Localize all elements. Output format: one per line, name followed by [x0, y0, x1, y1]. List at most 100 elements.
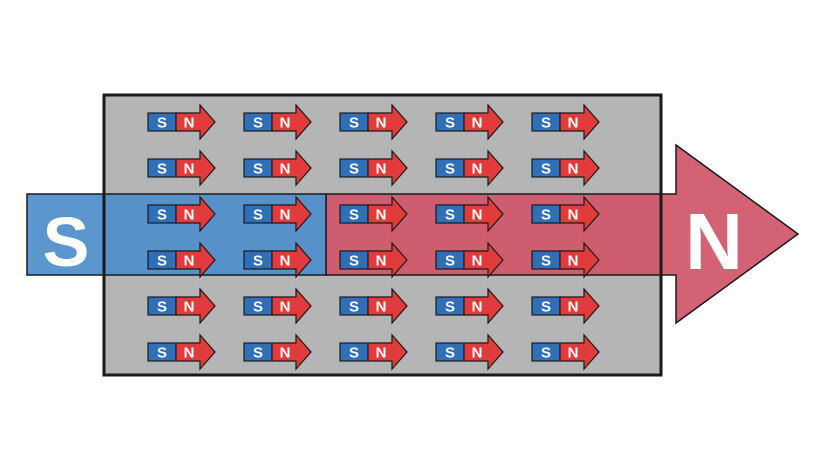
dipole-north — [559, 149, 600, 187]
dipole-south-label: S — [541, 207, 551, 224]
dipole-south-label: S — [157, 253, 167, 270]
dipole-north-label: N — [472, 115, 483, 132]
dipole-north — [175, 195, 216, 233]
dipole-north — [463, 287, 504, 325]
dipole-south-label: S — [253, 253, 263, 270]
dipole-south-label: S — [253, 299, 263, 316]
dipole-south-label: S — [253, 207, 263, 224]
dipole-south-label: S — [541, 161, 551, 178]
dipole-north-label: N — [568, 299, 579, 316]
dipole-north — [367, 103, 408, 141]
big-magnet-south-label: S — [43, 203, 90, 281]
dipole-north-label: N — [376, 207, 387, 224]
dipole-north — [559, 287, 600, 325]
dipole-north-label: N — [472, 299, 483, 316]
dipole-south-label: S — [349, 345, 359, 362]
dipole-north-label: N — [280, 115, 291, 132]
dipole-south-label: S — [349, 207, 359, 224]
dipole-south-label: S — [349, 253, 359, 270]
dipole-north-label: N — [184, 345, 195, 362]
dipole-north-label: N — [280, 207, 291, 224]
dipole-north — [271, 195, 312, 233]
dipole-north — [367, 149, 408, 187]
dipole-south-label: S — [157, 115, 167, 132]
dipole-south-label: S — [349, 299, 359, 316]
dipole-north-label: N — [568, 345, 579, 362]
dipole-north-label: N — [184, 207, 195, 224]
dipole-north-label: N — [376, 253, 387, 270]
dipole-north-label: N — [472, 161, 483, 178]
dipole-north-label: N — [280, 253, 291, 270]
dipole-north-label: N — [376, 345, 387, 362]
dipole-south-label: S — [157, 207, 167, 224]
dipole-south-label: S — [541, 115, 551, 132]
dipole-north-label: N — [184, 161, 195, 178]
dipole-north — [463, 333, 504, 371]
dipole-south-label: S — [253, 115, 263, 132]
dipole-north-label: N — [472, 345, 483, 362]
dipole-north-label: N — [568, 115, 579, 132]
dipole-north — [367, 195, 408, 233]
dipole-south-label: S — [157, 299, 167, 316]
big-magnet-north-label: N — [685, 197, 743, 286]
dipole-north-label: N — [184, 299, 195, 316]
material-block-outline — [102, 93, 663, 377]
dipole-north-label: N — [568, 207, 579, 224]
dipole-north-label: N — [184, 115, 195, 132]
dipole-south-label: S — [541, 253, 551, 270]
dipole-north-label: N — [184, 253, 195, 270]
dipole-north — [271, 241, 312, 279]
dipole-north-label: N — [568, 253, 579, 270]
dipole-north — [559, 103, 600, 141]
dipole-north-label: N — [376, 299, 387, 316]
dipole-south-label: S — [445, 207, 455, 224]
dipole-north — [367, 287, 408, 325]
big-magnet-north-arrow — [325, 143, 800, 325]
dipole-north — [271, 287, 312, 325]
dipole-south-label: S — [253, 345, 263, 362]
dipole-north — [463, 103, 504, 141]
dipole-north — [175, 103, 216, 141]
dipole-south-label: S — [541, 299, 551, 316]
dipole-north — [271, 333, 312, 371]
dipole-north — [559, 241, 600, 279]
dipole-north — [175, 149, 216, 187]
dipole-north-label: N — [280, 161, 291, 178]
dipole-north — [559, 195, 600, 233]
dipole-north — [271, 149, 312, 187]
dipole-south-label: S — [157, 161, 167, 178]
dipole-north-label: N — [280, 299, 291, 316]
dipole-north — [175, 333, 216, 371]
dipole-north-label: N — [472, 207, 483, 224]
dipole-south-label: S — [541, 345, 551, 362]
dipole-south-label: S — [157, 345, 167, 362]
dipole-south-label: S — [445, 299, 455, 316]
dipole-south-label: S — [445, 161, 455, 178]
